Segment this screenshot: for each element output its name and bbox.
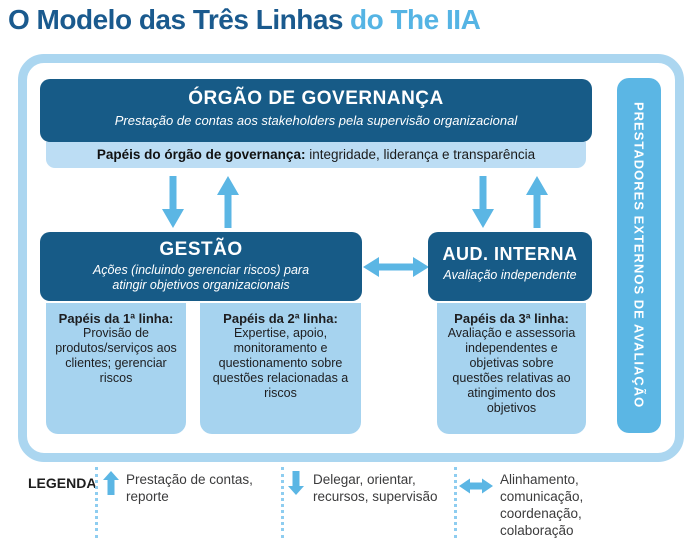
governance-roles-strip: Papéis do órgão de governança: integrida… (46, 142, 586, 168)
governance-title: ÓRGÃO DE GOVERNANÇA (188, 88, 444, 109)
legend-down-arrow-icon (288, 471, 304, 500)
governance-box: ÓRGÃO DE GOVERNANÇA Prestação de contas … (40, 79, 592, 142)
internal-audit-box: AUD. INTERNA Avaliação independente (428, 232, 592, 301)
third-line-roles-header: Papéis da 3ª linha: (454, 311, 569, 326)
up-arrow-icon (217, 176, 239, 229)
down-arrow-icon (162, 176, 184, 229)
legend-separator (281, 467, 284, 538)
page-title-accent: do The IIA (349, 4, 481, 35)
external-assurance-bar: PRESTADORES EXTERNOS DE AVALIAÇÃO (617, 78, 661, 433)
legend-separator (454, 467, 457, 538)
external-assurance-label: PRESTADORES EXTERNOS DE AVALIAÇÃO (631, 102, 647, 409)
management-title: GESTÃO (159, 239, 243, 260)
legend-item-text: Alinhamento, comunicação, coordenação, c… (500, 472, 584, 538)
management-box: GESTÃO Ações (incluindo gerenciar riscos… (40, 232, 362, 301)
legend-label: LEGENDA (28, 475, 97, 491)
down-arrow-icon (472, 176, 494, 229)
third-line-roles-body: Avaliação e assessoria independentes e o… (447, 326, 576, 415)
internal-audit-subtitle: Avaliação independente (443, 268, 577, 282)
up-arrow-icon (526, 176, 548, 229)
internal-audit-title: AUD. INTERNA (442, 244, 578, 264)
second-line-roles-body: Expertise, apoio, monitoramento e questi… (212, 326, 349, 400)
management-subtitle: Ações (incluindo gerenciar riscos) para … (92, 263, 310, 292)
legend-item-text: Delegar, orientar, recursos, supervisão (313, 472, 438, 504)
second-line-roles-header: Papéis da 2ª linha: (223, 311, 338, 326)
legend-up-arrow-icon (103, 471, 119, 500)
governance-subtitle: Prestação de contas aos stakeholders pel… (114, 113, 518, 128)
page-title-main: O Modelo das Três Linhas (8, 4, 343, 35)
first-line-roles-body: Provisão de produtos/serviços aos client… (55, 326, 177, 385)
legend-item-text: Prestação de contas, reporte (126, 472, 253, 504)
first-line-roles-header: Papéis da 1ª linha: (58, 311, 174, 326)
second-line-roles-box: Papéis da 2ª linha: Expertise, apoio, mo… (200, 303, 361, 434)
governance-roles-bold: Papéis do órgão de governança: (96, 147, 306, 162)
governance-roles-text: integridade, liderança e transparência (305, 147, 536, 162)
legend-double-arrow-icon (459, 477, 493, 500)
double-arrow-icon (363, 255, 429, 279)
first-line-roles-box: Papéis da 1ª linha: Provisão de produtos… (46, 303, 186, 434)
legend-separator (95, 467, 98, 538)
third-line-roles-box: Papéis da 3ª linha: Avaliação e assessor… (437, 303, 586, 434)
